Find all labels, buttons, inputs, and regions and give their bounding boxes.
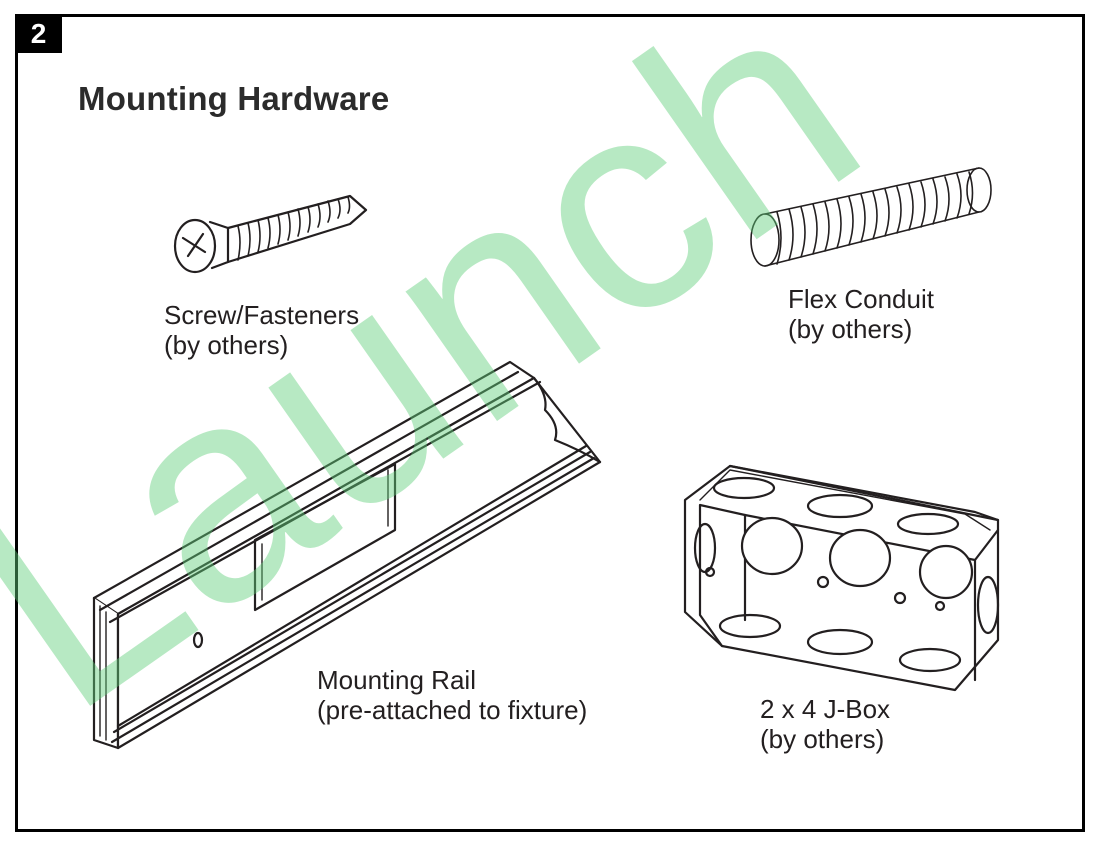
jbox-illustration: [683, 464, 1000, 692]
screw-illustration: [173, 194, 368, 274]
jbox-label-name: 2 x 4 J-Box: [760, 694, 891, 724]
screw-label-note: (by others): [164, 330, 289, 360]
rail-label: Mounting Rail (pre-attached to fixture): [317, 665, 587, 725]
mounting-rail-illustration: [92, 360, 602, 750]
step-number-badge: 2: [15, 14, 62, 53]
conduit-label-note: (by others): [788, 314, 913, 344]
jbox-label-note: (by others): [760, 724, 885, 754]
rail-label-name: Mounting Rail: [317, 665, 476, 695]
conduit-label: Flex Conduit (by others): [788, 284, 934, 344]
conduit-label-name: Flex Conduit: [788, 284, 934, 314]
flex-conduit-illustration: [750, 167, 992, 267]
rail-label-note: (pre-attached to fixture): [317, 695, 588, 725]
screw-label-name: Screw/Fasteners: [164, 300, 360, 330]
jbox-label: 2 x 4 J-Box (by others): [760, 694, 890, 754]
section-title: Mounting Hardware: [78, 80, 390, 117]
screw-label: Screw/Fasteners (by others): [164, 300, 359, 360]
